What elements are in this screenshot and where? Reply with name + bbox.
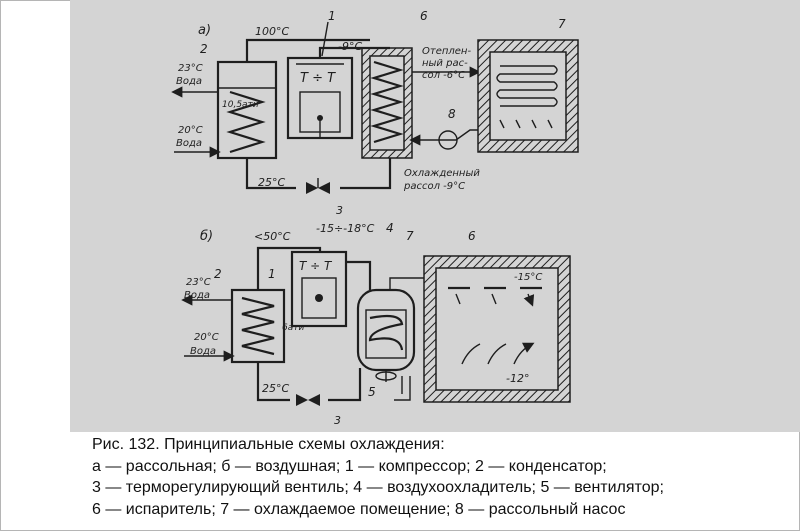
air-cooler-b	[356, 288, 416, 372]
diagram-a: а) 2 23°C Вода 20°C Вода 10,5ати T ÷ T 1…	[171, 9, 579, 217]
figure-caption: Рис. 132. Принципиальные схемы охлаждени…	[92, 434, 792, 520]
diagram-b: б) 2 23°C Вода 20°C Вода T ÷ T 1 6ати <5…	[181, 221, 571, 427]
cooled-brine-line2: рассол -9°C	[403, 181, 465, 192]
brine-pump-a	[438, 130, 458, 150]
condenser-b	[230, 288, 286, 364]
warmed-brine-line2: ный рас-	[422, 58, 468, 69]
label-7-b: 6	[468, 229, 476, 243]
caption-line-2: а — рассольная; б — воздушная; 1 — компр…	[92, 457, 607, 475]
label-3-a: 3	[336, 204, 343, 217]
cold-room-a	[477, 39, 579, 153]
label-6-a: 6	[420, 9, 428, 23]
diagram-a-letter: а)	[198, 23, 211, 38]
water-out-temp-a: 23°C	[178, 63, 203, 74]
label-1-a: 1	[328, 9, 336, 23]
label-2-b: 2	[214, 267, 222, 281]
svg-text:T ÷ T: T ÷ T	[299, 259, 333, 273]
compressor-a: T ÷ T	[286, 56, 354, 140]
expansion-valve-a	[306, 178, 330, 194]
label-2-a: 2	[200, 42, 208, 56]
compressor-b: T ÷ T	[290, 250, 348, 328]
water-in-label-b: Вода	[190, 346, 216, 357]
water-out-temp-b: 23°C	[186, 277, 211, 288]
pressure-b: 6ати	[282, 323, 304, 333]
label-1-b: 1	[268, 267, 276, 281]
diagram-area: а) 2 23°C Вода 20°C Вода 10,5ати T ÷ T 1…	[70, 0, 800, 432]
label-6-b: 7	[406, 229, 414, 243]
label-8-a: 8	[448, 107, 456, 121]
temp-25-b: 25°C	[262, 382, 289, 395]
evaporator-a	[361, 47, 413, 159]
condenser-a	[216, 60, 278, 160]
water-in-temp-a: 20°C	[178, 125, 203, 136]
water-out-label-a: Вода	[176, 76, 202, 87]
water-in-temp-b: 20°C	[194, 332, 219, 343]
temp-50-b: <50°C	[254, 230, 291, 243]
cooled-brine-line1: Охлажденный	[404, 168, 480, 179]
caption-line-3: 3 — терморегулирующий вентиль; 4 — возду…	[92, 479, 664, 496]
label-5-b: 5	[368, 385, 376, 399]
warmed-brine-line1: Отеплен-	[422, 46, 471, 57]
water-in-label-a: Вода	[176, 138, 202, 149]
temp-range-b: -15÷-18°C	[316, 222, 375, 235]
water-out-label-b: Вода	[184, 290, 210, 301]
cold-room-b	[423, 255, 571, 403]
label-7-a: 7	[558, 17, 566, 31]
svg-text:T ÷ T: T ÷ T	[300, 71, 336, 86]
label-3-b: 3	[334, 414, 341, 427]
label-4-b: 4	[386, 221, 394, 235]
schematic-diagram: а) 2 23°C Вода 20°C Вода 10,5ати T ÷ T 1…	[171, 9, 579, 427]
room-temp-bottom-b: -12°	[506, 372, 529, 385]
caption-line-1: Рис. 132. Принципиальные схемы охлаждени…	[92, 436, 445, 453]
temp-minus9-a: -9°C	[338, 40, 362, 53]
fan-b	[375, 370, 397, 382]
caption-line-4: 6 — испаритель; 7 — охлаждаемое помещени…	[92, 500, 626, 518]
pressure-a: 10,5ати	[222, 100, 259, 110]
warmed-brine-line3: сол -6°C	[422, 70, 465, 81]
diagram-b-letter: б)	[200, 229, 213, 244]
room-temp-top-b: -15°C	[514, 272, 542, 283]
temp-25-a: 25°C	[258, 176, 285, 189]
expansion-valve-b	[296, 394, 320, 406]
temp-100-a: 100°C	[255, 25, 289, 38]
